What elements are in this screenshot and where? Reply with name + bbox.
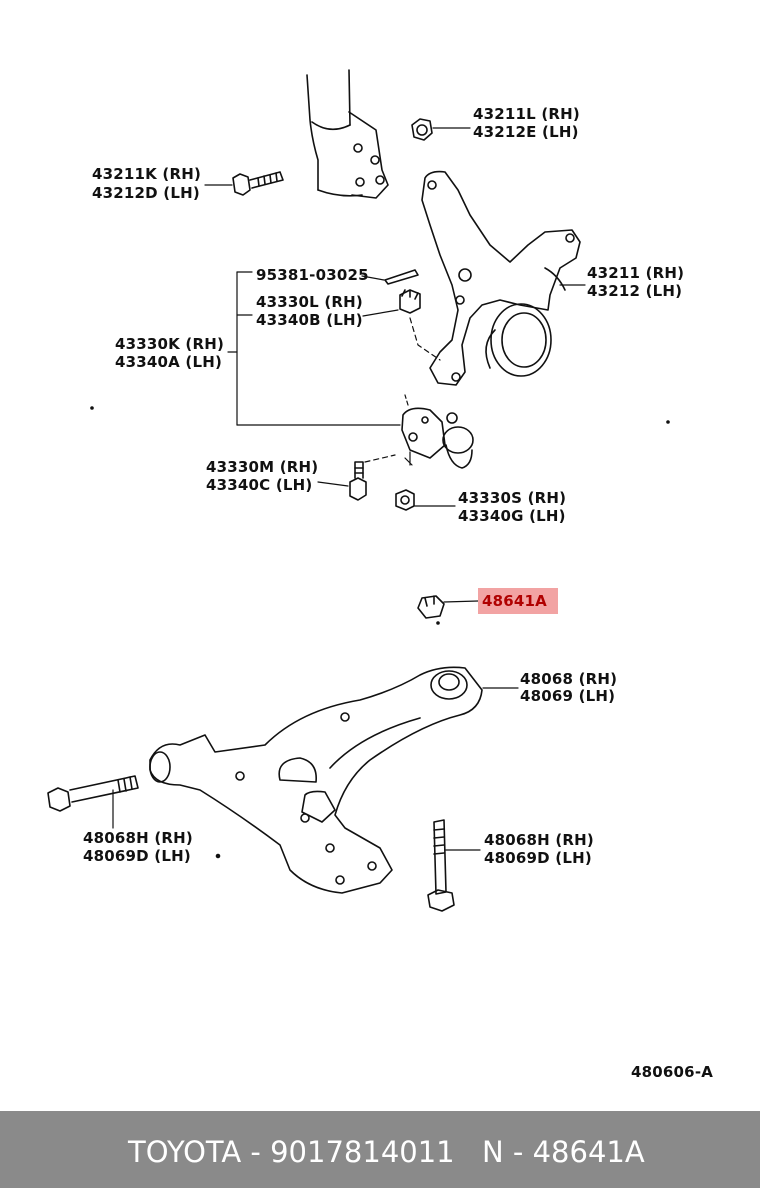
bolt-43330M (318, 455, 395, 500)
bolt-43211K (205, 172, 283, 195)
group-bracket (228, 272, 400, 425)
label-43330L: 43330L (RH) (256, 293, 363, 311)
label-43340B: 43340B (LH) (256, 311, 363, 329)
label-43211K: 43211K (RH) (92, 165, 202, 183)
footer-brand-part: TOYOTA - 9017814011 (128, 1135, 455, 1169)
steering-knuckle (422, 172, 585, 385)
label-43211L: 43211L (RH) (473, 105, 580, 123)
bolt-48068H-left (48, 776, 138, 828)
label-95381: 95381-03025 (256, 266, 369, 284)
label-43340A: 43340A (LH) (115, 353, 223, 371)
footer-bar (0, 1111, 760, 1188)
label-43330M: 43330M (RH) (206, 458, 319, 476)
ball-joint (402, 395, 473, 468)
flange-nut-43211L (412, 119, 470, 140)
strut-tube (307, 70, 388, 198)
label-48068H-left: 48068H (RH) (83, 829, 193, 847)
label-43212E: 43212E (LH) (473, 123, 579, 141)
diagram-code: 480606-A (631, 1063, 714, 1081)
cotter-pin (362, 270, 418, 284)
label-48069: 48069 (LH) (520, 687, 616, 705)
label-48069D-right: 48069D (LH) (484, 849, 592, 867)
label-48068: 48068 (RH) (520, 670, 618, 688)
label-48069D-left: 48069D (LH) (83, 847, 191, 865)
label-43212D: 43212D (LH) (92, 184, 200, 202)
label-43340G: 43340G (LH) (458, 507, 566, 525)
footer-ref: N - 48641A (482, 1135, 645, 1169)
nut-43330S (396, 490, 455, 510)
label-43211: 43211 (RH) (587, 264, 685, 282)
suspension-exploded-diagram (0, 0, 760, 1110)
label-43330S: 43330S (RH) (458, 489, 567, 507)
bolt-48068H-right (428, 820, 480, 911)
label-43340C: 43340C (LH) (206, 476, 313, 494)
highlight-box (478, 588, 558, 614)
label-48068H-right: 48068H (RH) (484, 831, 594, 849)
label-43212: 43212 (LH) (587, 282, 683, 300)
castle-nut-43330L (363, 290, 440, 360)
label-48641A: 48641A (482, 592, 547, 610)
label-43330K: 43330K (RH) (115, 335, 225, 353)
lower-control-arm (150, 667, 518, 893)
nut-48641A (418, 596, 478, 618)
